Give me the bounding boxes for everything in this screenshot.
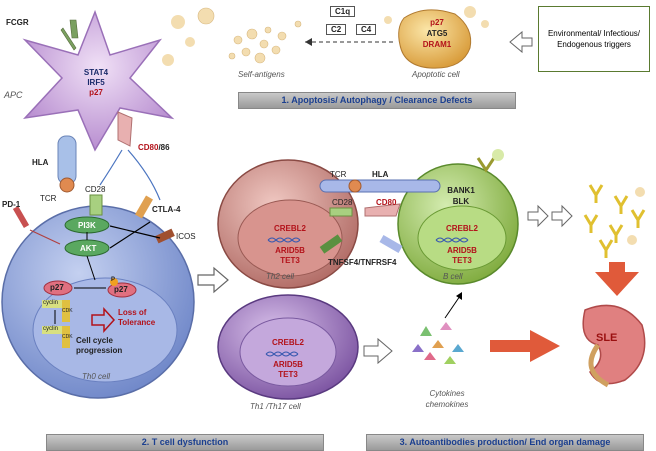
th1-gene-2: ARID5B — [273, 360, 303, 369]
th2-tcr-label: TCR — [330, 170, 347, 179]
th2-gene-1: CREBL2 — [273, 224, 306, 233]
bcell-gene-2: ARID5B — [447, 246, 477, 255]
bcell-gene-1: CREBL2 — [445, 224, 478, 233]
th2-cd80-label: CD80 — [376, 198, 397, 207]
fcgr-label: FCGR — [6, 18, 29, 27]
bcell-top-gene-2: BLK — [452, 197, 470, 206]
th1-gene-3: TET3 — [278, 370, 298, 379]
cell-cycle-label: Cell cycle progression — [76, 336, 123, 355]
cyclin-1-label: cyclin — [43, 300, 59, 306]
fcgr-receptor-icon — [60, 19, 79, 51]
th2-cell-label: Th2 cell — [266, 272, 295, 281]
apc-gene-3: p27 — [89, 88, 103, 97]
cdk-2-label: CDK — [62, 334, 73, 340]
apoptosis-gene-3: DRAM1 — [422, 40, 452, 49]
pi3k-label: PI3K — [78, 221, 96, 230]
p27-right-label: p27 — [114, 285, 128, 294]
th2-hla-label: HLA — [372, 170, 389, 179]
cytokine-cluster — [412, 322, 464, 364]
th2-gene-2: ARID5B — [275, 246, 305, 255]
apc-gene-2: IRF5 — [87, 78, 105, 87]
th2-gene-3: TET3 — [280, 256, 300, 265]
apoptosis-gene-2: ATG5 — [426, 29, 448, 38]
panel-1-title: 1. Apoptosis/ Autophagy / Clearance Defe… — [238, 92, 516, 109]
cd80-molecule-icon — [117, 111, 133, 147]
c2-label: C2 — [326, 24, 347, 35]
th0-cell-label: Th0 cell — [82, 372, 111, 381]
cyclin-2-label: cyclin — [43, 326, 59, 332]
tcr-label: TCR — [40, 194, 57, 203]
hla-molecule-icon — [57, 135, 77, 185]
ctla4-label: CTLA-4 — [152, 205, 181, 214]
apc-cell-body — [22, 9, 175, 152]
tnf-label: TNFSF4/TNFRSF4 — [328, 258, 397, 267]
apc-gene-1: STAT4 — [83, 68, 109, 77]
phospho-label: P — [111, 277, 116, 283]
c1q-label: C1q — [330, 6, 356, 17]
cd80-86-label: CD80/86 — [138, 143, 170, 152]
panel-2-title: 2. T cell dysfunction — [46, 434, 324, 451]
pd1-label: PD-1 — [2, 200, 21, 209]
apoptotic-cell-body — [398, 9, 472, 69]
bcell-gene-3: TET3 — [452, 256, 472, 265]
loss-of-tolerance-label: Loss of Tolerance — [118, 308, 156, 327]
th1-cell-label: Th1 /Th17 cell — [250, 402, 301, 411]
p27-left-label: p27 — [50, 283, 64, 292]
akt-label: AKT — [80, 244, 97, 253]
cdk-1-label: CDK — [62, 308, 73, 314]
bcell-label: B cell — [443, 272, 463, 281]
icos-label: ICOS — [176, 232, 196, 241]
c4-label: C4 — [356, 24, 377, 35]
th2-cd28-label: CD28 — [332, 198, 353, 207]
apoptosis-gene-1: p27 — [430, 18, 444, 27]
sle-label: SLE — [596, 332, 618, 344]
triggers-box: Environmental/ Infectious/ Endogenous tr… — [538, 6, 650, 72]
self-antigens-cluster — [197, 7, 302, 64]
apoptotic-cell-label: Apoptotic cell — [412, 70, 460, 79]
panel-3-title: 3. Autoantibodies production/ End organ … — [366, 434, 644, 451]
cd28-label: CD28 — [85, 185, 106, 194]
apc-label: APC — [4, 90, 23, 100]
th1-gene-1: CREBL2 — [271, 338, 304, 347]
self-antigens-label: Self-antigens — [238, 70, 285, 79]
hla-label: HLA — [32, 158, 49, 167]
antibody-cluster — [583, 184, 646, 258]
bcell-top-gene-1: BANK1 — [447, 186, 475, 195]
cytokines-label: Cytokines chemokines — [425, 389, 469, 409]
